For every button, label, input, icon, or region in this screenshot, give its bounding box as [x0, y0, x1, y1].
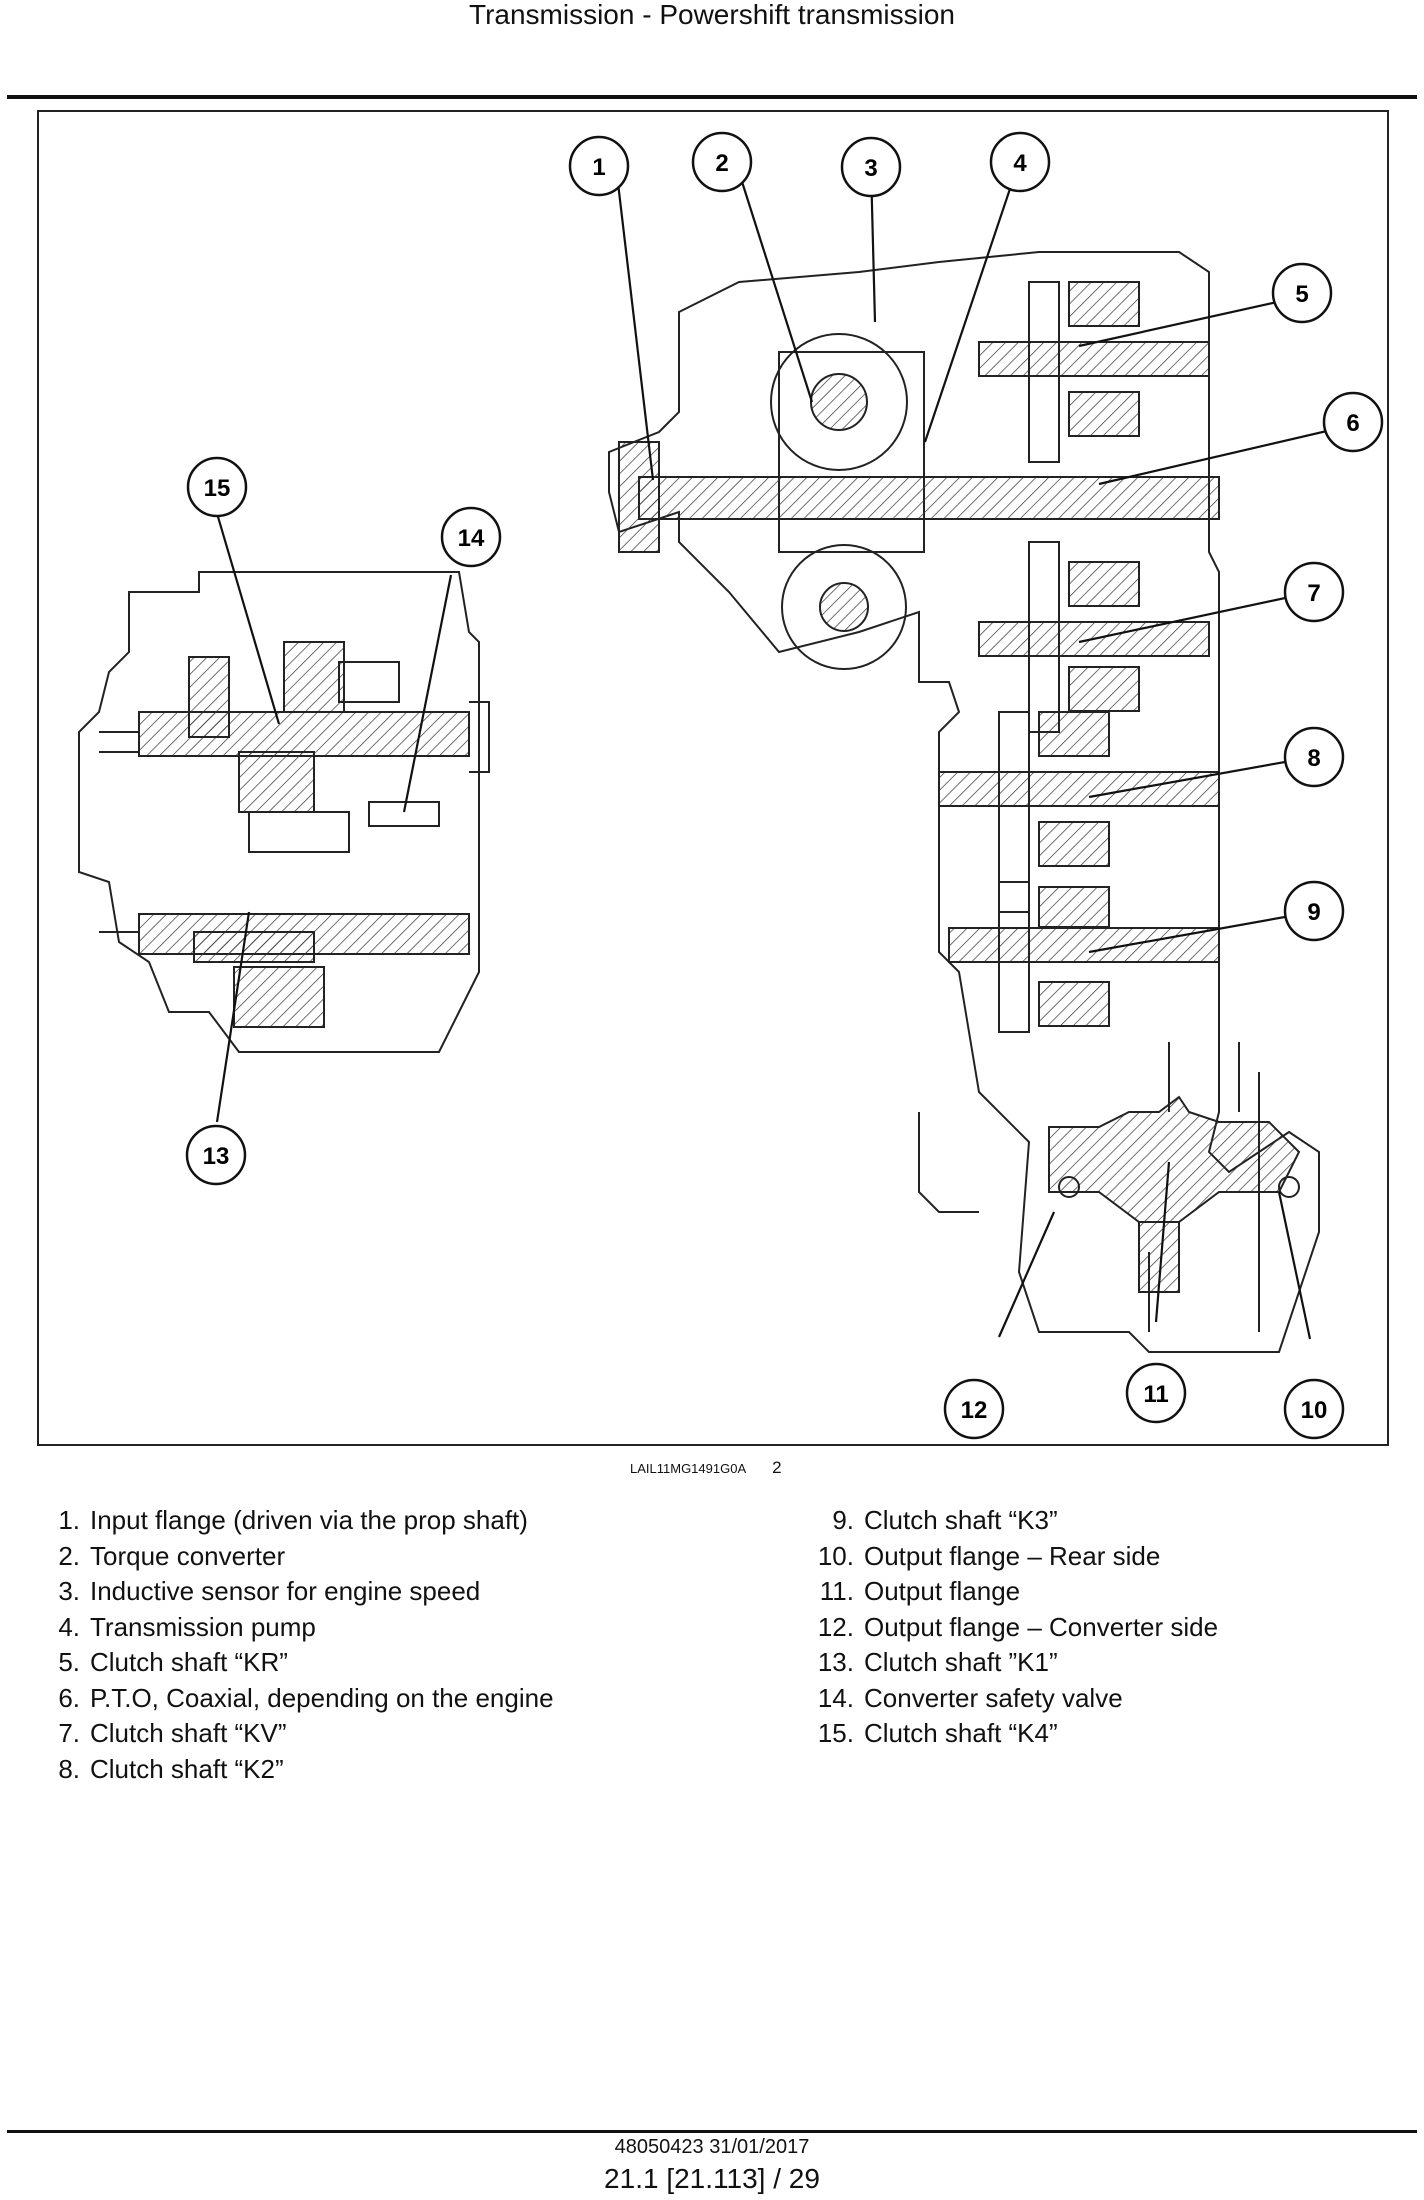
- transmission-drawing: 1 2 3 4 5 6 7 8 9 10 11 12 13 14 15: [78, 131, 1384, 1440]
- right-housing-outline: [608, 251, 1320, 1353]
- callout-label: 4: [1013, 150, 1027, 177]
- legend-text: Clutch shaft “KV”: [90, 1718, 287, 1748]
- callout-3: 3: [840, 136, 902, 198]
- legend-text: Output flange – Converter side: [864, 1611, 1219, 1642]
- callout-13: 13: [185, 1124, 247, 1186]
- legend-item: 10. Output flange – Rear side: [810, 1539, 1218, 1575]
- legend-item: 1. Input flange (driven via the prop shaf…: [50, 1503, 554, 1539]
- callout-label: 10: [1301, 1397, 1328, 1424]
- output-flange-body: [1048, 1095, 1301, 1223]
- legend-number: 6.: [58, 1682, 80, 1713]
- legend-right-column: 9. Clutch shaft “K3” 10. Output flange – R…: [810, 1503, 1218, 1752]
- callout-label: 15: [204, 475, 231, 502]
- callout-12: 12: [943, 1378, 1005, 1440]
- callout-label: 14: [458, 525, 485, 552]
- callout-11: 11: [1125, 1362, 1187, 1424]
- legend-text: Input flange (driven via the prop shaft): [90, 1505, 528, 1535]
- legend-number: 2.: [58, 1540, 80, 1571]
- transmission-cross-section-figure: 1 2 3 4 5 6 7 8 9 10 11 12 13 14 15: [37, 110, 1389, 1446]
- legend-text: Clutch shaft “KR”: [90, 1647, 288, 1677]
- footer-document-id: 48050423 31/01/2017: [614, 2136, 810, 2158]
- legend-number: 8.: [58, 1753, 80, 1784]
- legend-number: 14.: [817, 1682, 854, 1713]
- header-divider: [7, 95, 1417, 99]
- legend-item: 3. Inductive sensor for engine speed: [50, 1574, 554, 1610]
- legend-left-column: 1. Input flange (driven via the prop shaf…: [50, 1503, 554, 1788]
- legend-item: 7. Clutch shaft “KV”: [50, 1716, 554, 1752]
- figure-number: 2: [772, 1458, 782, 1477]
- figure-caption: LAIL11MG1491G0A 2: [630, 1458, 782, 1478]
- callout-label: 5: [1295, 281, 1308, 308]
- legend-item: 11. Output flange: [810, 1574, 1218, 1610]
- callout-6: 6: [1322, 391, 1384, 453]
- legend-item: 6. P.T.O, Coaxial, depending on the engin…: [50, 1681, 554, 1717]
- legend-item: 9. Clutch shaft “K3”: [810, 1503, 1218, 1539]
- legend-text: Output flange: [864, 1576, 1021, 1606]
- callout-15: 15: [186, 456, 248, 518]
- legend-text: Output flange – Rear side: [864, 1540, 1161, 1571]
- legend-item: 4. Transmission pump: [50, 1610, 554, 1646]
- callout-1: 1: [568, 135, 630, 197]
- legend-number: 15.: [817, 1718, 854, 1748]
- figure-code: LAIL11MG1491G0A: [630, 1461, 747, 1476]
- legend-item: 2. Torque converter: [50, 1539, 554, 1575]
- legend-text: Inductive sensor for engine speed: [90, 1576, 481, 1606]
- callout-label: 9: [1307, 899, 1320, 926]
- callout-2: 2: [691, 131, 753, 193]
- legend-text: Converter safety valve: [864, 1682, 1123, 1713]
- callout-label: 13: [203, 1143, 230, 1170]
- legend-item: 14. Converter safety valve: [810, 1681, 1218, 1717]
- footer-divider: [7, 2130, 1417, 2133]
- legend-text: P.T.O, Coaxial, depending on the engine: [90, 1682, 554, 1713]
- legend-number: 13.: [817, 1647, 854, 1677]
- legend-item: 8. Clutch shaft “K2”: [50, 1752, 554, 1788]
- legend-text: Transmission pump: [90, 1611, 316, 1642]
- legend-number: 4.: [58, 1611, 80, 1642]
- footer-page-number: 21.1 [21.113] / 29: [604, 2163, 820, 2194]
- callout-4: 4: [989, 131, 1051, 193]
- legend-number: 10.: [817, 1540, 854, 1571]
- callout-label: 6: [1346, 410, 1359, 437]
- left-housing-outline: [78, 571, 480, 1053]
- callout-label: 3: [864, 155, 877, 182]
- callout-label: 8: [1307, 745, 1320, 772]
- leader-lines: [214, 164, 1358, 1340]
- legend-text: Clutch shaft “K2”: [90, 1753, 284, 1784]
- legend-number: 7.: [58, 1718, 80, 1748]
- legend-number: 11.: [819, 1576, 854, 1606]
- legend-text: Torque converter: [90, 1540, 286, 1571]
- callout-label: 7: [1307, 580, 1320, 607]
- callout-7: 7: [1283, 561, 1345, 623]
- callout-8: 8: [1283, 726, 1345, 788]
- callout-14: 14: [440, 506, 502, 568]
- legend-number: 3.: [58, 1576, 80, 1606]
- legend-number: 5.: [58, 1647, 80, 1677]
- legend-text: Clutch shaft “K4”: [864, 1718, 1058, 1748]
- callout-5: 5: [1271, 262, 1333, 324]
- legend-number: 12.: [817, 1611, 854, 1642]
- page-header-title: Transmission - Powershift transmission: [469, 0, 955, 30]
- callout-label: 12: [961, 1397, 988, 1424]
- callout-9: 9: [1283, 880, 1345, 942]
- callout-10: 10: [1283, 1378, 1345, 1440]
- legend-item: 15. Clutch shaft “K4”: [810, 1716, 1218, 1752]
- legend-item: 12. Output flange – Converter side: [810, 1610, 1218, 1646]
- legend-item: 13. Clutch shaft ”K1”: [810, 1645, 1218, 1681]
- callout-markers: 1 2 3 4 5 6 7 8 9 10 11 12 13 14 15: [185, 131, 1384, 1440]
- legend-text: Clutch shaft ”K1”: [864, 1647, 1058, 1677]
- callout-label: 11: [1143, 1381, 1168, 1408]
- legend-item: 5. Clutch shaft “KR”: [50, 1645, 554, 1681]
- legend-number: 1.: [58, 1505, 80, 1535]
- callout-label: 2: [715, 150, 728, 177]
- legend-number: 9.: [832, 1505, 854, 1535]
- callout-label: 1: [592, 154, 605, 181]
- legend-text: Clutch shaft “K3”: [864, 1505, 1058, 1535]
